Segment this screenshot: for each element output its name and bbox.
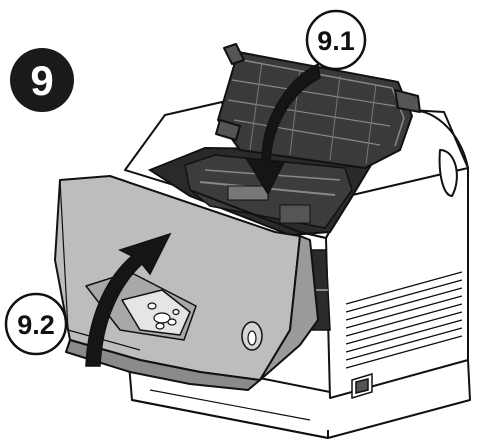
callout-label: 9.2 [17,310,55,340]
step-number: 9 [30,57,53,104]
callout-9-2: 9.2 [6,294,66,354]
callout-label: 9.1 [317,26,355,56]
callout-9-1: 9.1 [307,11,365,69]
step-badge: 9 [10,48,74,112]
